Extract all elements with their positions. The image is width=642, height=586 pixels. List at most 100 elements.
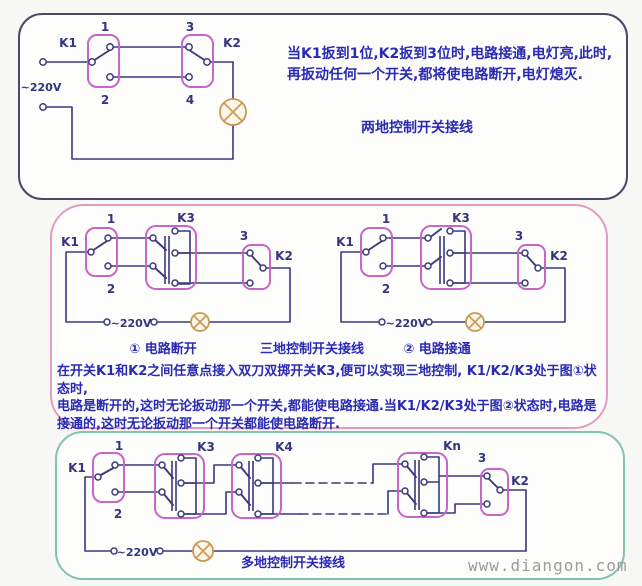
terminal	[401, 460, 409, 468]
switch-label-k2: K2	[223, 36, 241, 50]
terminal	[259, 264, 267, 272]
wire	[84, 476, 112, 552]
terminal	[446, 279, 454, 287]
description-line: 接通的,这时无论扳动那一个开关都能使电路断开.	[57, 416, 340, 432]
wire	[65, 251, 105, 323]
multi-location-caption: 多地控制开关接线	[241, 555, 345, 571]
terminal	[94, 473, 102, 481]
terminal	[379, 262, 387, 270]
terminal	[106, 43, 114, 51]
terminal	[254, 510, 262, 518]
terminal	[177, 479, 185, 487]
wire	[208, 267, 291, 323]
terminal	[521, 249, 529, 257]
terminal	[111, 461, 119, 469]
site-watermark: www.diangon.com	[468, 556, 628, 575]
terminal	[235, 461, 243, 469]
switch-lever-k2	[525, 254, 538, 268]
switch-box-k1	[360, 227, 393, 277]
k3-levers	[153, 238, 167, 279]
kn-frame-wire	[423, 456, 440, 514]
switch-label-k2: K2	[275, 249, 293, 263]
lamp-cross	[195, 543, 211, 559]
terminal	[362, 248, 370, 256]
terminal	[156, 547, 164, 555]
terminal-label-1: 1	[382, 212, 390, 226]
k3-frame-wire	[174, 230, 191, 285]
terminal	[246, 249, 254, 257]
two-location-circuit: 1 3 K1 K2 2 4 ~220V	[21, 20, 247, 160]
terminal-label-3: 3	[186, 20, 194, 34]
terminal	[104, 262, 112, 270]
terminal	[534, 264, 542, 272]
lamp-icon	[190, 312, 210, 332]
terminal	[177, 510, 185, 518]
three-location-description: 在开关K1和K2之间任意点接入双刀双掷开关K3,便可以实现三地控制, K1/K2…	[57, 363, 605, 433]
terminal	[103, 318, 111, 326]
wires	[65, 237, 291, 323]
terminal	[254, 479, 262, 487]
terminal	[106, 73, 114, 81]
k3-knife-bars	[439, 236, 445, 284]
terminals	[94, 453, 504, 555]
switch-box-k3	[145, 225, 197, 290]
voltage-label: ~220V	[386, 317, 427, 330]
terminal-label-3: 3	[515, 229, 523, 243]
terminal-label-2: 2	[101, 93, 109, 107]
switch-label-k1: K1	[336, 235, 354, 249]
description-line: 在开关K1和K2之间任意点接入双刀双掷开关K3,便可以实现三地控制, K1/K2…	[57, 364, 597, 397]
voltage-label: ~220V	[117, 546, 158, 559]
k3-levers	[162, 465, 174, 506]
wire	[502, 489, 527, 552]
three-location-caption: 三地控制开关接线	[260, 341, 364, 357]
terminal	[177, 454, 185, 462]
terminal	[88, 58, 96, 66]
terminal-label-1: 1	[115, 439, 123, 453]
switch-box-k2	[181, 34, 214, 88]
wire	[45, 106, 234, 160]
terminal	[446, 249, 454, 257]
wire	[206, 61, 234, 100]
switch-label-k1: K1	[68, 461, 86, 475]
terminal	[171, 279, 179, 287]
terminal-label-2: 2	[114, 507, 122, 521]
terminal	[496, 486, 504, 494]
switch-label-k4: K4	[275, 440, 293, 454]
lamp-cross	[468, 315, 482, 329]
terminal	[104, 234, 112, 242]
terminals	[362, 227, 542, 326]
terminal	[483, 500, 491, 508]
switch-box-k2	[517, 244, 546, 290]
terminal-label-2: 2	[107, 282, 115, 296]
terminal	[521, 279, 529, 287]
description-line: 再扳动任何一个开关,都将使电路断开,电灯熄灭.	[287, 67, 583, 83]
terminal	[446, 227, 454, 235]
three-location-circuit-state1: 1 K1 2 K3 3 K2 ~220V ① 电路断开	[61, 211, 293, 357]
terminal	[150, 318, 158, 326]
terminal-label-2: 2	[382, 282, 390, 296]
lamp-icon	[465, 312, 485, 332]
wire	[426, 503, 484, 514]
terminal	[171, 227, 179, 235]
terminal	[149, 234, 157, 242]
switch-box-k4	[231, 453, 282, 519]
terminal	[158, 488, 166, 496]
switch-box-k2	[480, 468, 509, 516]
terminal	[420, 478, 428, 486]
voltage-label: ~220V	[111, 317, 152, 330]
k3-frame-wire	[449, 230, 466, 284]
terminal-label-3: 3	[478, 451, 486, 465]
switch-box-kn	[397, 452, 448, 518]
k4-levers	[239, 465, 251, 506]
terminals	[87, 227, 267, 326]
switch-box-k3	[420, 225, 472, 290]
terminal	[87, 248, 95, 256]
terminal	[39, 103, 47, 111]
switch-label-k3: K3	[197, 440, 215, 454]
wire	[340, 251, 380, 323]
state1-caption: ① 电路断开	[129, 341, 197, 357]
terminal	[425, 318, 433, 326]
kn-levers	[405, 464, 417, 505]
two-location-description: 当K1扳到1位,K2扳到3位时,电路接通,电灯亮,此时, 再扳动任何一个开关,都…	[287, 44, 627, 86]
